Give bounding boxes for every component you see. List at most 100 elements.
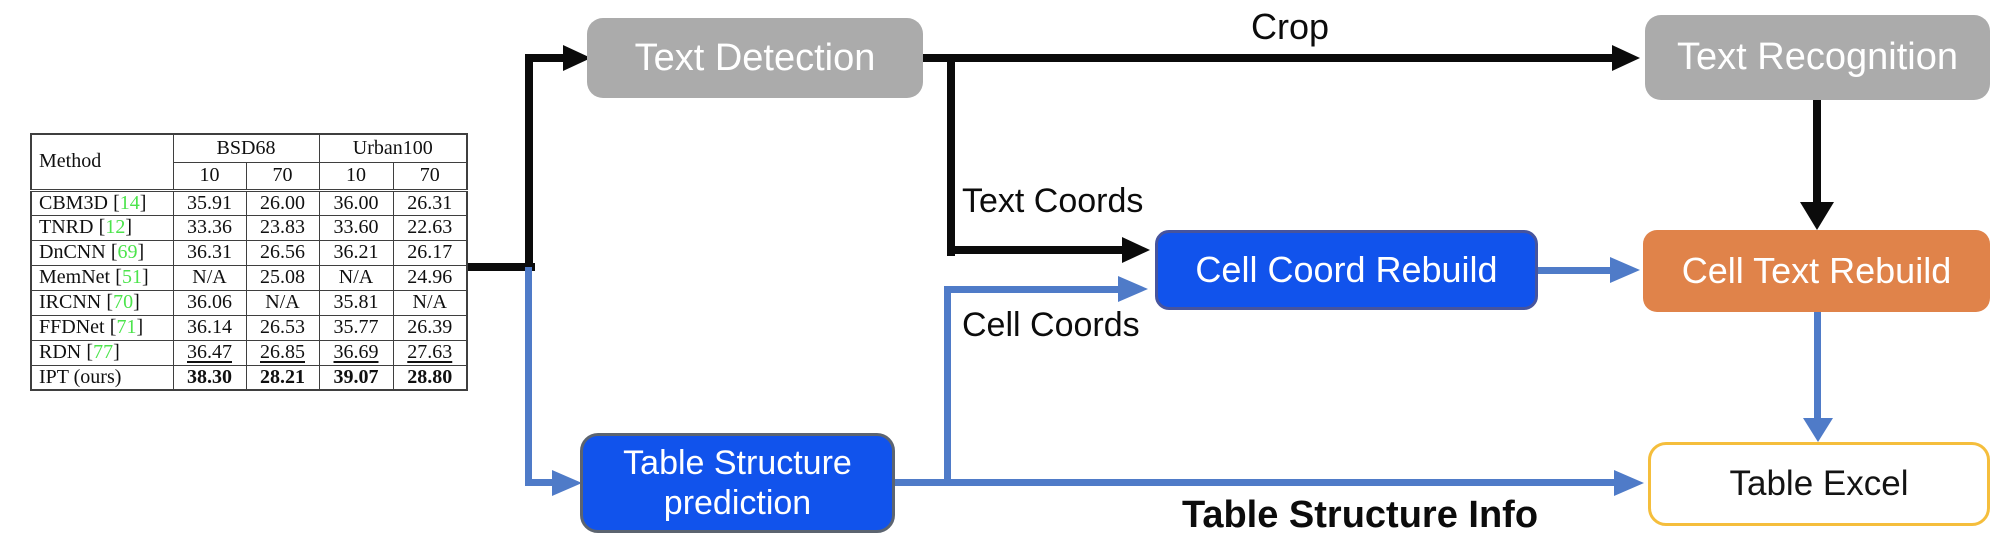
citation-number: 12: [105, 216, 126, 238]
citation-number: 70: [113, 291, 134, 313]
table-cell-value: 36.47: [172, 339, 247, 366]
table-header-bsd68: BSD68: [172, 133, 320, 163]
table-cell-value: 38.30: [172, 364, 247, 391]
table-cell-value: 36.69: [318, 339, 394, 366]
node-label: Table Excel: [1729, 464, 1909, 503]
table-cell-method: CBM3D[14]: [30, 188, 174, 216]
table-cell-value: 33.36: [172, 214, 247, 241]
table-cell-value: 36.21: [318, 239, 394, 266]
citation: [70]: [106, 291, 139, 313]
text-coords-branch-line: [947, 58, 955, 256]
table-cell-value: 28.80: [392, 364, 468, 391]
branch-down-line: [525, 267, 532, 486]
table-cell-value: 26.31: [392, 188, 468, 216]
method-name: CBM3D: [39, 191, 108, 214]
bracket: [: [115, 266, 122, 288]
table-cell-method: IRCNN[70]: [30, 289, 174, 316]
table-cell-value: N/A: [318, 264, 394, 291]
bracket: [: [86, 341, 94, 363]
citation: [12]: [99, 216, 132, 238]
table-header-method: Method: [30, 133, 174, 191]
table-cell-value: 26.85: [245, 339, 320, 366]
table-cell-value: N/A: [172, 264, 247, 291]
citation: [71]: [110, 316, 143, 338]
bracket: [: [98, 216, 106, 238]
bracket: [: [110, 241, 118, 263]
citation: [77]: [86, 341, 119, 363]
table-row: FFDNet[71] 36.14 26.53 35.77 26.39: [30, 314, 468, 341]
citation: [51]: [115, 266, 148, 288]
method-name: IRCNN: [39, 291, 102, 313]
method-name: FFDNet: [39, 316, 105, 338]
table-row: RDN[77] 36.47 26.85 36.69 27.63: [30, 339, 468, 366]
node-label: Table Structure prediction: [623, 443, 852, 522]
branch-up-line: [525, 54, 533, 271]
method-name: RDN: [39, 341, 82, 363]
table-structure-info-line: [893, 479, 1615, 486]
cell-coords-branch-line: [944, 286, 951, 482]
crop-arrowhead: [1612, 45, 1640, 71]
bracket: ]: [113, 341, 120, 363]
to-text-detection-arrowhead: [563, 45, 591, 71]
table-subheader: 70: [392, 161, 468, 191]
table-cell-value: 39.07: [318, 364, 394, 391]
bracket: [: [106, 291, 114, 313]
bracket: [: [109, 316, 117, 338]
table-cell-value: 26.56: [245, 239, 320, 266]
table-row: DnCNN[69] 36.31 26.56 36.21 26.17: [30, 239, 468, 266]
table-row: IPT (ours) 38.30 28.21 39.07 28.80: [30, 364, 468, 391]
table-cell-method: TNRD[12]: [30, 214, 174, 241]
cellcoord-to-celltext-line: [1536, 267, 1614, 274]
table-row: TNRD[12] 33.36 23.83 33.60 22.63: [30, 214, 468, 241]
node-cell-text-rebuild: Cell Text Rebuild: [1643, 230, 1990, 312]
node-text-recognition: Text Recognition: [1645, 15, 1990, 100]
table-cell-value: 28.21: [245, 364, 320, 391]
recognition-to-celltext-line: [1813, 98, 1821, 206]
crop-line: [921, 54, 1613, 62]
table-cell-value: 35.91: [172, 188, 247, 216]
citation-number: 14: [119, 191, 140, 214]
cellcoord-to-celltext-arrowhead: [1610, 257, 1640, 283]
table-header-row: Method BSD68 Urban100: [30, 133, 468, 191]
table-cell-value: 36.14: [172, 314, 247, 341]
node-label: Cell Coord Rebuild: [1195, 249, 1498, 290]
table-row: CBM3D[14] 35.91 26.00 36.00 26.31: [30, 188, 468, 216]
table-row: IRCNN[70] 36.06 N/A 35.81 N/A: [30, 289, 468, 316]
bracket: ]: [133, 291, 140, 313]
node-cell-coord-rebuild: Cell Coord Rebuild: [1155, 230, 1538, 310]
table-cell-value: 33.60: [318, 214, 394, 241]
citation-number: 69: [117, 241, 138, 263]
edge-label-text-coords: Text Coords: [962, 182, 1144, 220]
bracket: [: [113, 191, 120, 214]
table-cell-value: 36.06: [172, 289, 247, 316]
table-cell-value: 26.00: [245, 188, 320, 216]
table-cell-value: N/A: [392, 289, 468, 316]
table-cell-value: 24.96: [392, 264, 468, 291]
bracket: ]: [137, 241, 145, 263]
table-cell-value: 35.81: [318, 289, 394, 316]
table-cell-method: MemNet[51]: [30, 264, 174, 291]
bracket: ]: [139, 191, 147, 214]
table-cell-value: 26.17: [392, 239, 468, 266]
node-label: Text Recognition: [1677, 36, 1958, 78]
table-cell-method: RDN[77]: [30, 339, 174, 366]
table-cell-method: FFDNet[71]: [30, 314, 174, 341]
table-structure-info-arrowhead: [1614, 470, 1644, 496]
table-header-urban100: Urban100: [318, 133, 468, 163]
to-table-structure-arrowhead: [552, 470, 582, 496]
bracket: ]: [141, 266, 149, 288]
citation: [69]: [111, 241, 144, 263]
recognition-to-celltext-arrowhead: [1800, 202, 1834, 230]
edge-label-crop: Crop: [1250, 6, 1330, 47]
method-name: IPT (ours): [39, 365, 122, 388]
table-cell-method: DnCNN[69]: [30, 239, 174, 266]
citation-number: 51: [121, 266, 142, 288]
table-cell-value: 22.63: [392, 214, 468, 241]
citation-number: 77: [93, 341, 114, 363]
cell-coords-arrowhead: [1118, 276, 1148, 302]
citation-number: 71: [116, 316, 137, 338]
table-cell-value: 23.83: [245, 214, 320, 241]
node-table-excel: Table Excel: [1648, 442, 1990, 526]
table-cell-value: N/A: [245, 289, 320, 316]
